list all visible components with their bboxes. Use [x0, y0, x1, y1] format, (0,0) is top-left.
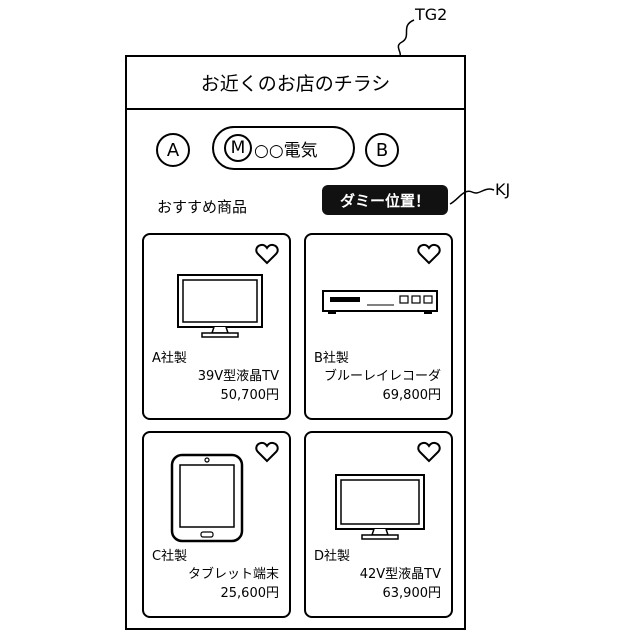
product-price: 69,800円 [383, 384, 442, 403]
section-title: おすすめ商品 [157, 196, 247, 217]
store-initial-badge: M [224, 134, 252, 162]
product-name: ブルーレイレコーダ [324, 365, 441, 384]
current-store-selector[interactable]: M ○○電気 [212, 126, 355, 170]
product-card[interactable]: D社製 42V型液晶TV 63,900円 [304, 431, 453, 618]
heart-icon[interactable] [417, 243, 441, 265]
device-screen: お近くのお店のチラシ A M ○○電気 B おすすめ商品 ダミー位置！ A社製 … [125, 55, 466, 630]
prev-store-button[interactable]: A [156, 133, 190, 167]
tv-icon [176, 273, 264, 339]
heart-icon[interactable] [255, 243, 279, 265]
tv-icon [334, 473, 426, 541]
product-maker: B社製 [314, 347, 349, 366]
product-name: 39V型液晶TV [198, 365, 279, 384]
page-title: お近くのお店のチラシ [127, 57, 464, 110]
product-name: タブレット端末 [188, 563, 279, 582]
product-card[interactable]: B社製 ブルーレイレコーダ 69,800円 [304, 233, 453, 420]
product-maker: C社製 [152, 545, 187, 564]
product-price: 63,900円 [383, 582, 442, 601]
product-price: 25,600円 [221, 582, 280, 601]
next-store-button[interactable]: B [365, 133, 399, 167]
product-name: 42V型液晶TV [360, 563, 441, 582]
bluray-recorder-icon [322, 289, 438, 315]
product-card[interactable]: A社製 39V型液晶TV 50,700円 [142, 233, 291, 420]
product-price: 50,700円 [221, 384, 280, 403]
store-name: ○○電気 [254, 136, 318, 161]
tablet-icon [170, 453, 244, 543]
product-card[interactable]: C社製 タブレット端末 25,600円 [142, 431, 291, 618]
screen-leader-line [390, 18, 420, 58]
heart-icon[interactable] [417, 441, 441, 463]
dummy-position-badge: ダミー位置！ [322, 185, 448, 215]
product-maker: A社製 [152, 347, 187, 366]
product-maker: D社製 [314, 545, 350, 564]
heart-icon[interactable] [255, 441, 279, 463]
badge-reference-label: KJ [495, 180, 510, 199]
